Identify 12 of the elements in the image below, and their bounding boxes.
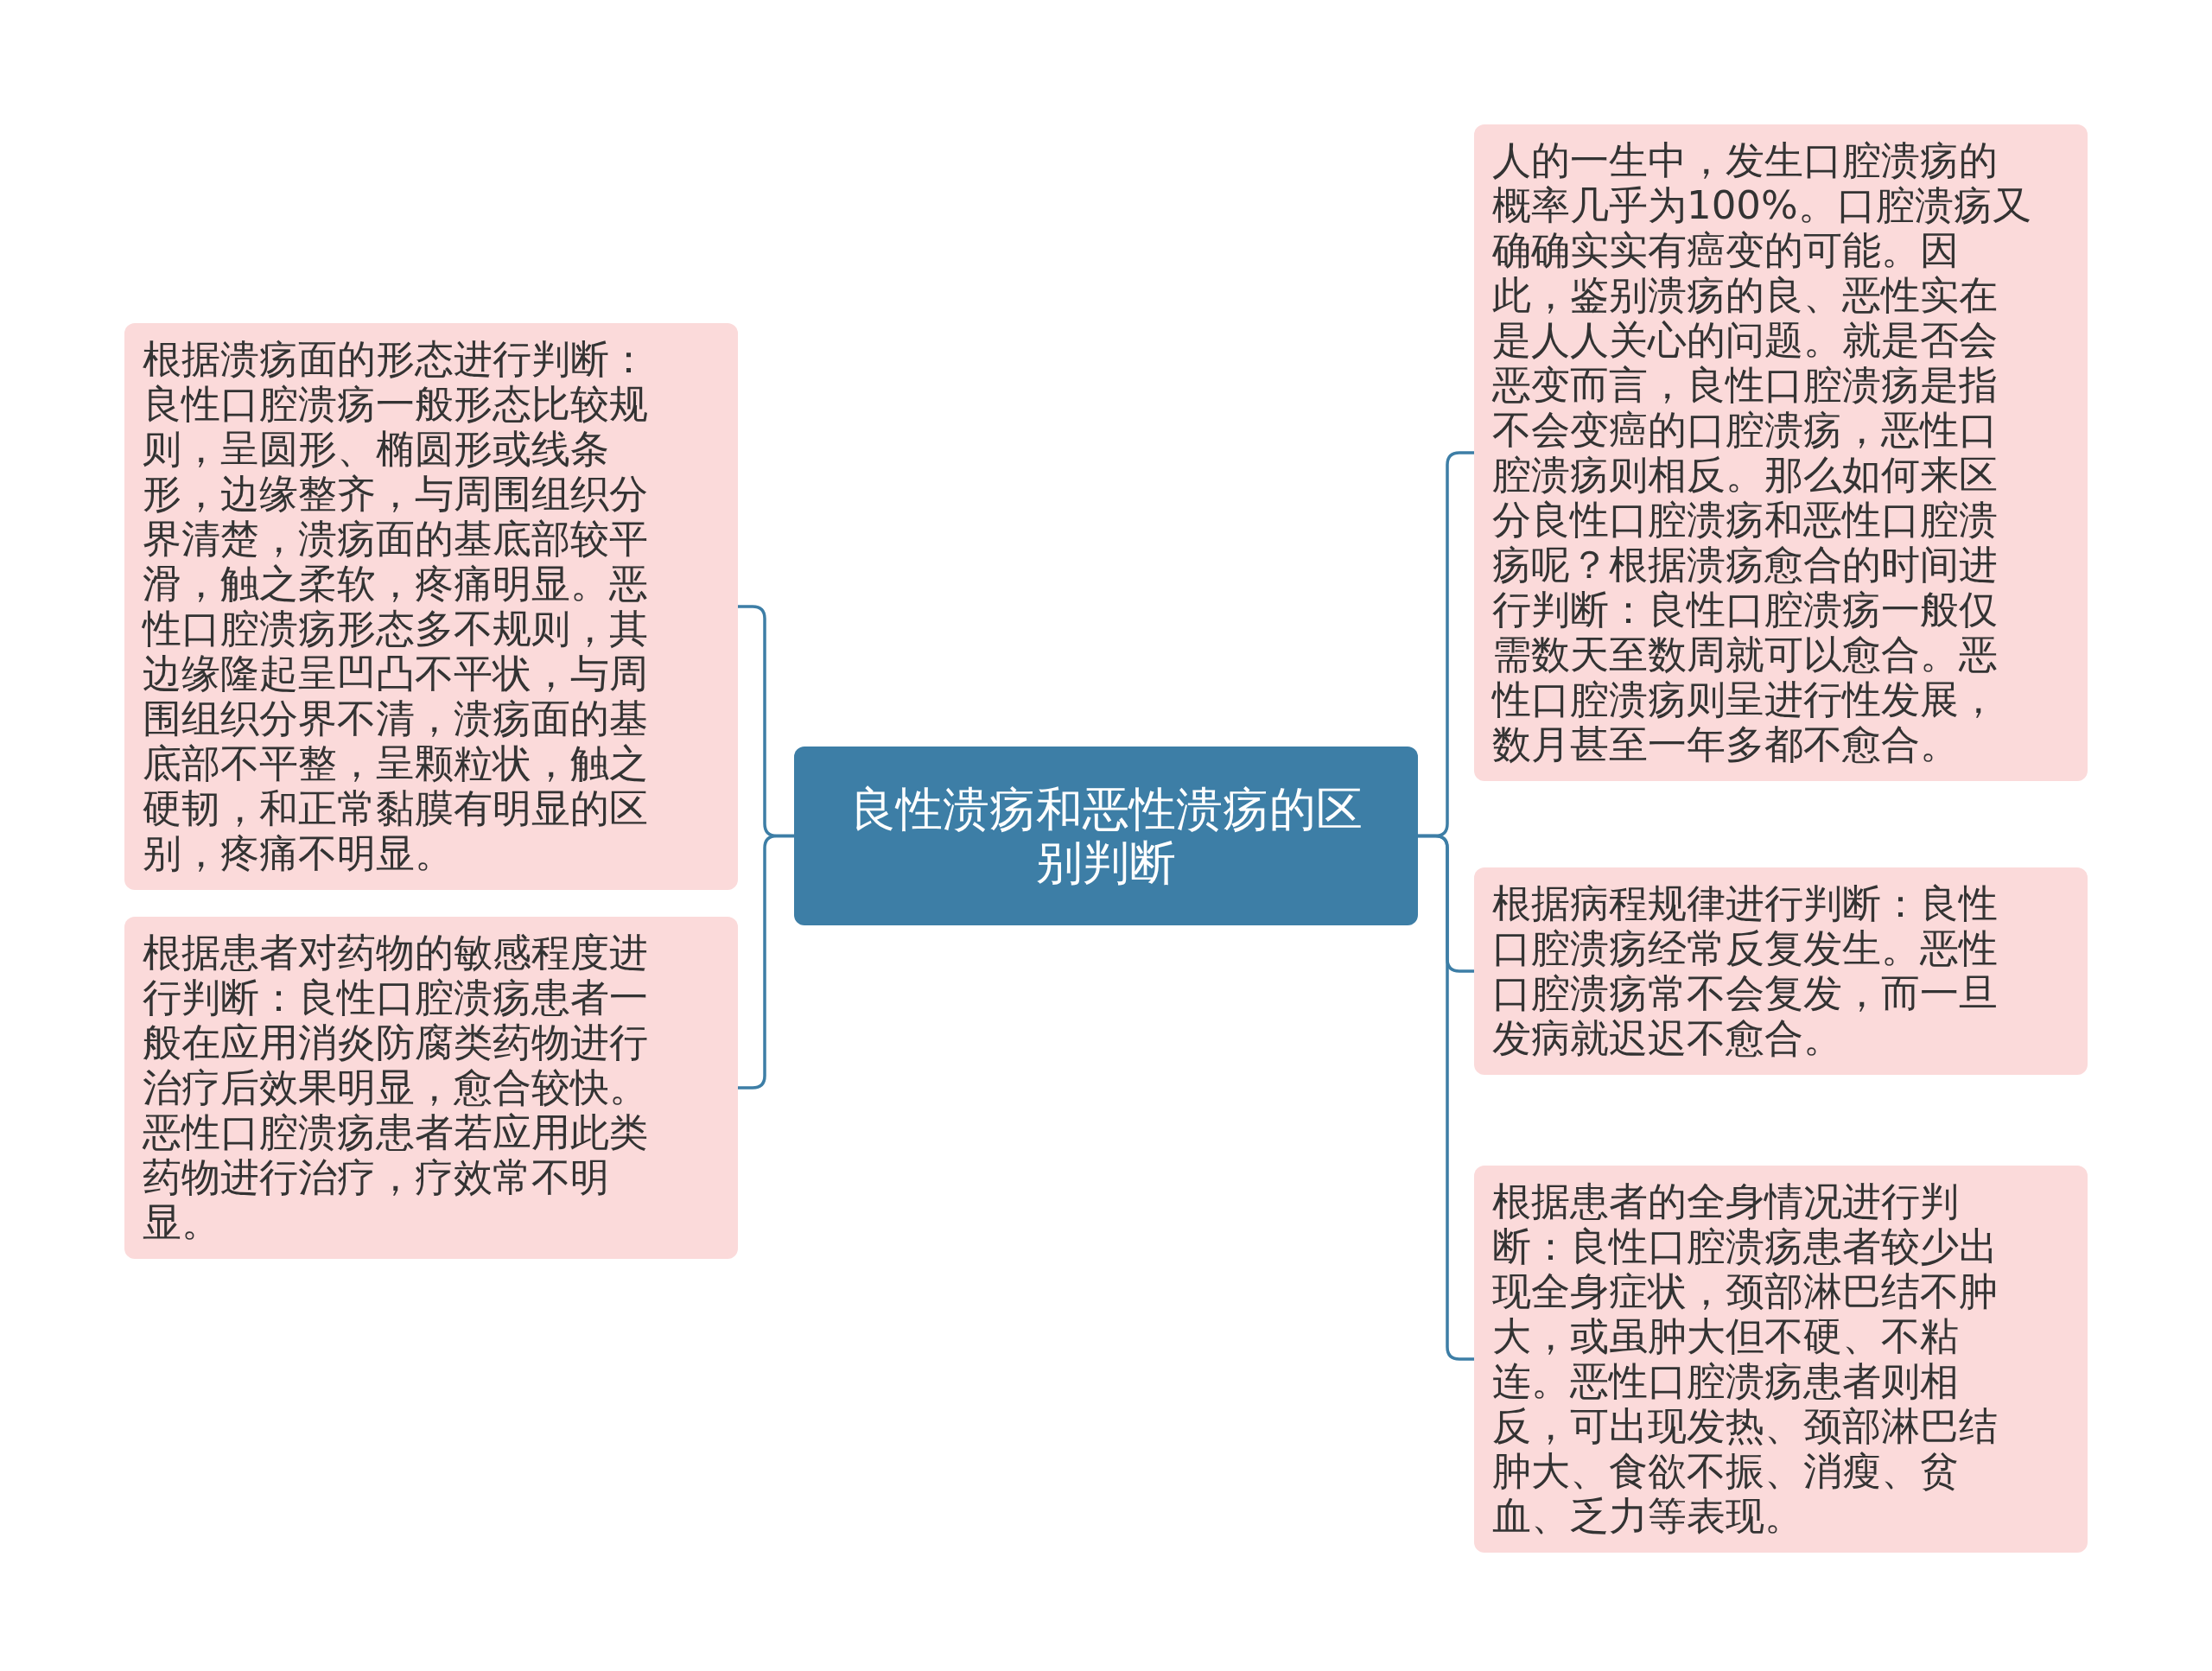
topic-box	[124, 917, 738, 1259]
topic-box	[1474, 124, 2088, 781]
topic-box	[124, 323, 738, 890]
topic-text: 根据病程规律进行判断：良性口腔溃疡经常反复发生。恶性口腔溃疡常不会复发，而一旦发病就迟迟不愈合。	[1492, 880, 1998, 1061]
topic-text: 根据患者的全身情况进行判断：良性口腔溃疡患者较少出现全身症状，颈部淋巴结不肿大，或虽肿大但不硬、不粘连。恶性口腔溃疡患者则相反，可出现发热、颈部淋巴结肿大、食欲不振、消瘦、贫血、乏力等表现。	[1492, 1179, 1998, 1539]
central-topic-box	[794, 747, 1418, 925]
topic-text: 根据患者对药物的敏感程度进行判断：良性口腔溃疡患者一般在应用消炎防腐类药物进行治疗后效果明显，愈合较快。恶性口腔溃疡患者若应用此类药物进行治疗，疗效常不明显。	[143, 930, 648, 1245]
topic-text: 根据溃疡面的形态进行判断：良性口腔溃疡一般形态比较规则，呈圆形、椭圆形或线条形，边缘整齐，与周围组织分界清楚，溃疡面的基底部较平滑，触之柔软，疼痛明显。恶性口腔溃疡形态多不规则，其边缘隆起呈凹凸不平状，与周围组织分界不清，溃疡面的基底部不平整，呈颗粒状，触之硬韧，和正常黏膜有明显的区别，疼痛不明显。	[143, 336, 648, 876]
topic-box	[1474, 867, 2088, 1075]
central-topic-text: 良性溃疡和恶性溃疡的区别判断	[849, 782, 1363, 890]
topic-text: 人的一生中，发生口腔溃疡的概率几乎为100%。口腔溃疡又确确实实有癌变的可能。因此，鉴别溃疡的良、恶性实在是人人关心的问题。就是否会恶变而言，良性口腔溃疡是指不会变癌的口腔溃疡，恶性口腔溃疡则相反。那么如何来区分良性口腔溃疡和恶性口腔溃疡呢？根据溃疡愈合的时间进行判断：良性口腔溃疡一般仅需数天至数周就可以愈合。恶性口腔溃疡则呈进行性发展，数月甚至一年多都不愈合。	[1492, 137, 2031, 767]
topic-box	[1474, 1166, 2088, 1553]
